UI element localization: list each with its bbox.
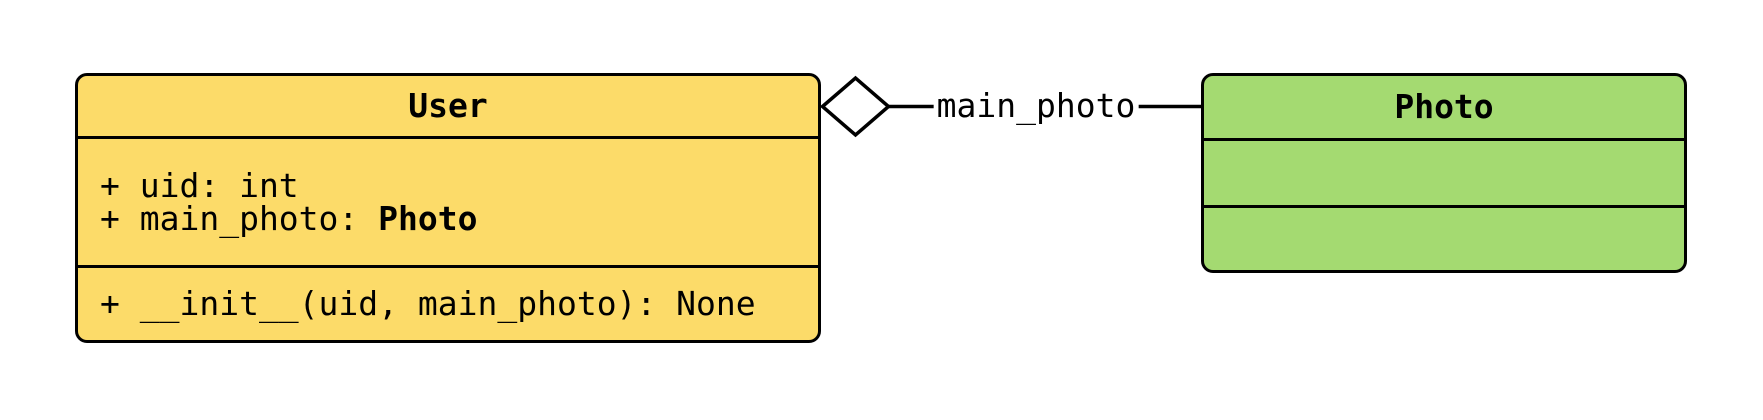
attributes-compartment-photo (1204, 137, 1684, 205)
attribute-row: + uid: int (78, 169, 818, 202)
class-box-user: User + uid: int + main_photo: Photo + __… (75, 73, 821, 343)
association-label: main_photo (933, 86, 1139, 126)
methods-compartment-photo (1204, 204, 1684, 271)
aggregation-diamond-icon (819, 75, 892, 138)
attribute-text: + main_photo: (100, 198, 379, 238)
method-text: + __init__(uid, main_photo): None (100, 284, 756, 324)
class-title-photo: Photo (1204, 76, 1684, 138)
class-title-user: User (78, 76, 818, 136)
methods-compartment-user: + __init__(uid, main_photo): None (78, 264, 818, 341)
attribute-type-ref: Photo (378, 198, 478, 238)
attributes-compartment-user: + uid: int + main_photo: Photo (78, 135, 818, 265)
class-box-photo: Photo (1201, 73, 1687, 273)
class-name-label: User (408, 86, 488, 126)
method-row: + __init__(uid, main_photo): None (78, 287, 818, 320)
class-name-label: Photo (1394, 87, 1494, 127)
attribute-text: + uid: int (100, 165, 299, 205)
attribute-row: + main_photo: Photo (78, 202, 818, 235)
